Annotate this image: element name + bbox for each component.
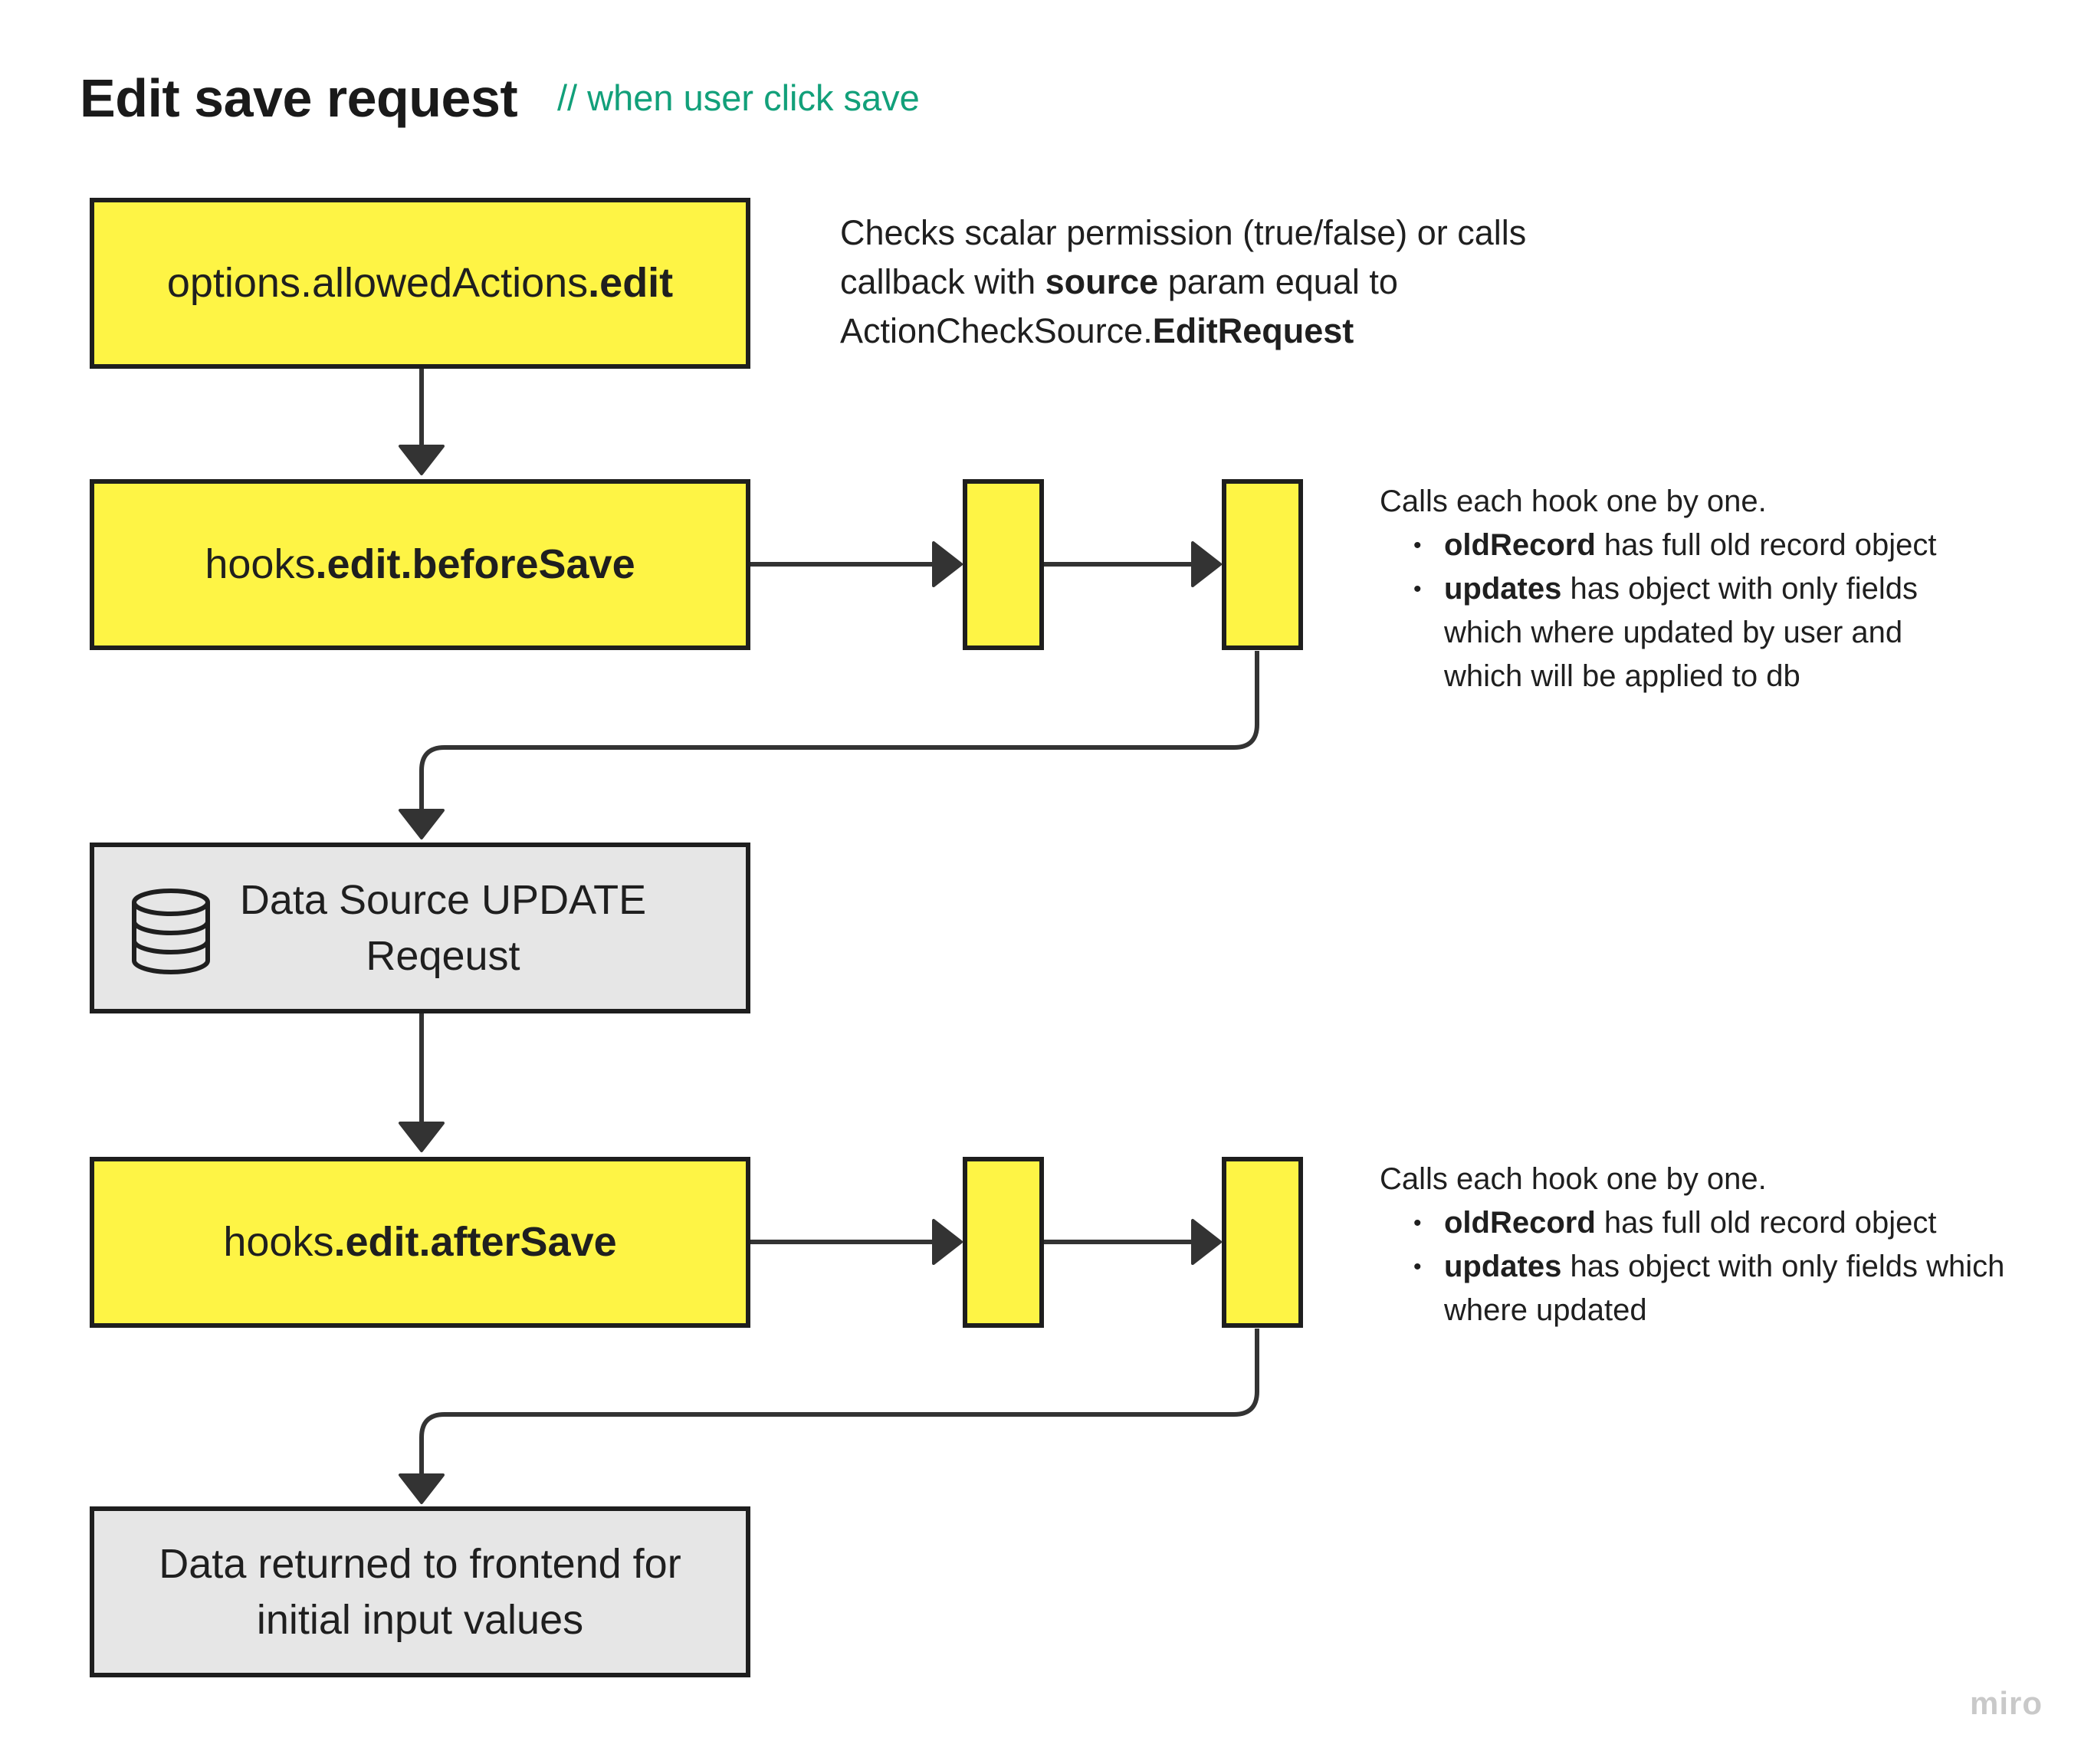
arrowhead (399, 445, 445, 475)
note-text: has object with only fields which where … (1444, 572, 1919, 693)
node-label-prefix: options.allowedActions (166, 260, 589, 307)
note-bold: updates (1444, 1250, 1562, 1283)
node-allowed-actions-edit[interactable]: options.allowedActions.edit (90, 198, 750, 369)
list-item: updates has object with only fields whic… (1413, 1245, 2054, 1332)
note-text: has object with only fields which where … (1444, 1250, 2005, 1327)
arrowhead (399, 1473, 445, 1504)
note-text: param equal to ActionCheckSource. (840, 262, 1398, 350)
node-line-1: Data returned to frontend for (159, 1540, 681, 1587)
miro-watermark: miro (1969, 1685, 2043, 1721)
note-text: has full old record object (1595, 1206, 1937, 1240)
connector-hook4-to-returned (419, 1329, 1259, 1481)
note-bold: source (1045, 262, 1159, 301)
list-item: updates has object with only fields whic… (1413, 567, 1962, 698)
arrowhead (1191, 1219, 1222, 1265)
database-icon (132, 889, 210, 975)
node-label-suffix: .edit.afterSave (333, 1219, 617, 1266)
node-data-source-update[interactable]: Data Source UPDATE Reqeust (90, 843, 750, 1013)
note-before-hooks: Calls each hook one by one. oldRecord ha… (1380, 480, 1962, 698)
note-bold: oldRecord (1444, 1206, 1596, 1240)
arrowhead (399, 1122, 445, 1152)
arrowhead (1191, 541, 1222, 587)
node-hooks-before-save[interactable]: hooks.edit.beforeSave (90, 479, 750, 650)
hook-slot-before-2[interactable] (1222, 479, 1303, 650)
note-list: oldRecord has full old record object upd… (1380, 1201, 2054, 1332)
node-line-2: Reqeust (366, 932, 520, 979)
note-list: oldRecord has full old record object upd… (1380, 524, 1962, 698)
title-comment: // when user click save (557, 77, 920, 118)
note-intro: Calls each hook one by one. (1380, 485, 1767, 518)
node-label-suffix: .edit (588, 260, 674, 307)
note-intro: Calls each hook one by one. (1380, 1162, 1767, 1196)
arrowhead (932, 1219, 963, 1265)
note-bold: updates (1444, 572, 1562, 606)
note-bold: oldRecord (1444, 528, 1596, 562)
node-label-prefix: hooks (223, 1219, 334, 1266)
note-permission: Checks scalar permission (true/false) or… (840, 209, 1568, 356)
node-label-suffix: .edit.beforeSave (315, 541, 635, 588)
note-text: Checks scalar permission (true/false) or… (840, 213, 1527, 301)
hook-slot-after-2[interactable] (1222, 1157, 1303, 1328)
node-hooks-after-save[interactable]: hooks.edit.afterSave (90, 1157, 750, 1328)
list-item: oldRecord has full old record object (1413, 524, 1962, 567)
hook-slot-before-1[interactable] (963, 479, 1044, 650)
node-line-1: Data Source UPDATE (239, 876, 647, 923)
node-line-2: initial input values (256, 1596, 584, 1643)
arrowhead (932, 541, 963, 587)
note-text: has full old record object (1595, 528, 1937, 562)
note-bold: EditRequest (1152, 311, 1354, 350)
hook-slot-after-1[interactable] (963, 1157, 1044, 1328)
arrowhead (399, 809, 445, 839)
page-title: Edit save request (80, 68, 518, 128)
list-item: oldRecord has full old record object (1413, 1201, 2054, 1245)
connector-hook2-to-datasource (419, 651, 1259, 816)
node-data-returned[interactable]: Data returned to frontend for initial in… (90, 1506, 750, 1677)
note-after-hooks: Calls each hook one by one. oldRecord ha… (1380, 1158, 2054, 1332)
node-label-prefix: hooks (205, 541, 316, 588)
